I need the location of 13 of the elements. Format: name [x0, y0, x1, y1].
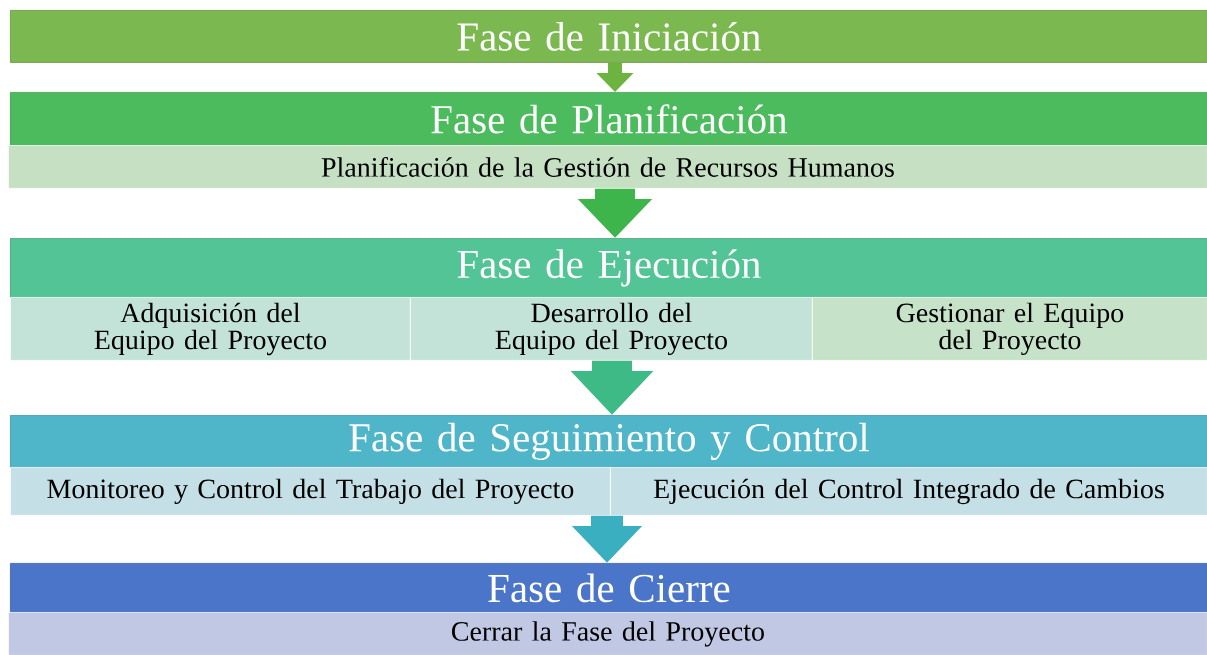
activity-box: Ejecución del Control Integrado de Cambios: [610, 467, 1207, 516]
phase-band: Fase de Ejecución: [10, 238, 1207, 298]
activity-box: Cerrar la Fase del Proyecto: [8, 612, 1207, 655]
phase-band: Fase de Cierre: [10, 563, 1207, 613]
activity-box: Desarrollo del Equipo del Proyecto: [410, 297, 813, 361]
phase-band: Fase de Planificación: [10, 92, 1207, 146]
phase-band: Fase de Seguimiento y Control: [10, 415, 1207, 468]
activity-box: Planificación de la Gestión de Recursos Humanos: [8, 145, 1207, 189]
activity-box: Monitoreo y Control del Trabajo del Proyecto: [10, 467, 611, 516]
activity-box: Gestionar el Equipo del Proyecto: [812, 297, 1207, 361]
phase-band: Fase de Iniciación: [10, 10, 1207, 63]
node-label: Ejecución del Control Integrado de Cambios: [653, 478, 1164, 505]
activity-box: Adquisición del Equipo del Proyecto: [10, 297, 411, 361]
